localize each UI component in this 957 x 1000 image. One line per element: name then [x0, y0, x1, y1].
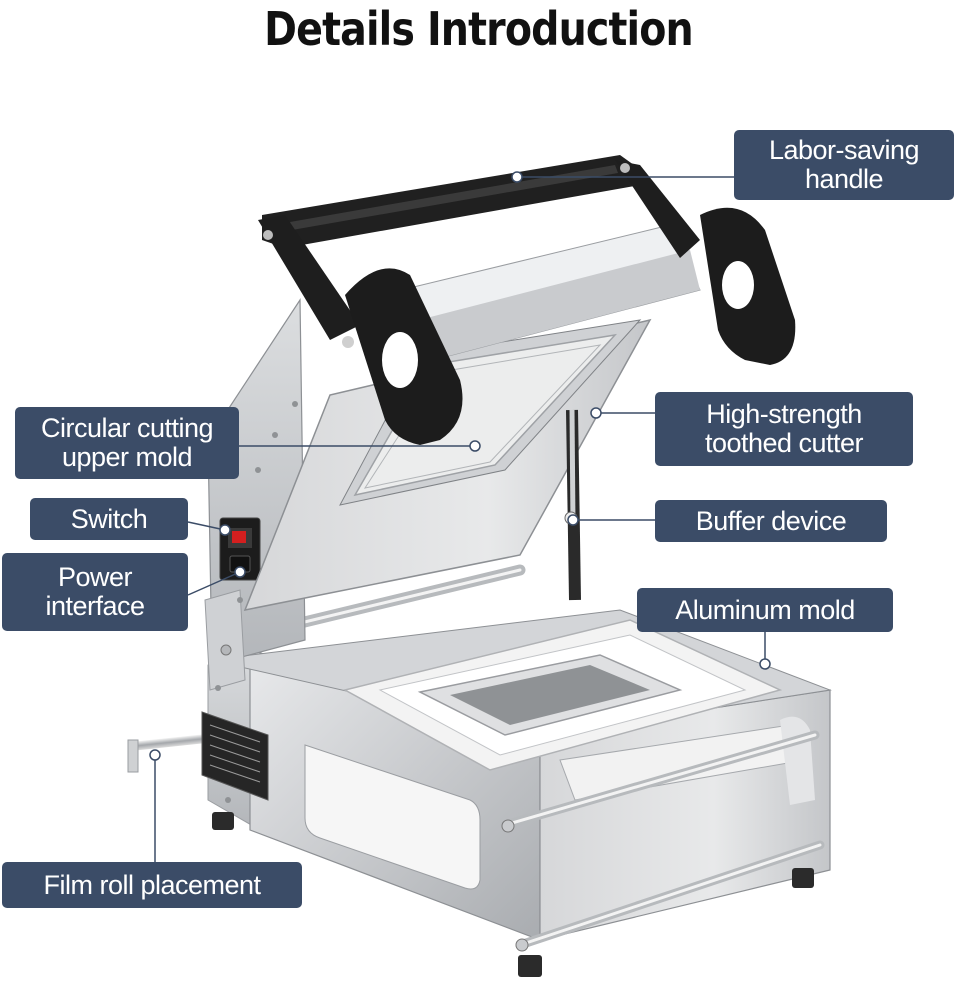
label-film-roll-placement: Film roll placement: [2, 862, 302, 908]
label-line: Labor-saving: [768, 135, 920, 165]
label-line: Power: [57, 562, 133, 592]
labor-saving-handle: [258, 155, 796, 445]
label-line: High-strength: [706, 399, 862, 429]
film-roll-rod: [129, 732, 221, 751]
aluminum-mold: [342, 619, 783, 771]
label-labor-saving-handle: Labor-saving handle: [734, 130, 954, 200]
label-line: Circular cutting: [40, 413, 214, 443]
nameplate: [201, 711, 269, 801]
label-aluminum-mold: Aluminum mold: [637, 588, 893, 632]
page-title: Details Introduction: [264, 2, 694, 56]
label-buffer-device: Buffer device: [655, 500, 887, 542]
label-line: handle: [804, 164, 884, 194]
front-window: [304, 744, 481, 890]
label-line: upper mold: [61, 442, 193, 472]
label-line: toothed cutter: [704, 428, 864, 458]
label-high-strength-cutter: High-strength toothed cutter: [655, 392, 913, 466]
label-power-interface: Power interface: [2, 553, 188, 631]
label-line: interface: [45, 591, 145, 621]
label-circular-cutting-upper-mold: Circular cutting upper mold: [15, 407, 239, 479]
label-switch: Switch: [30, 498, 188, 540]
